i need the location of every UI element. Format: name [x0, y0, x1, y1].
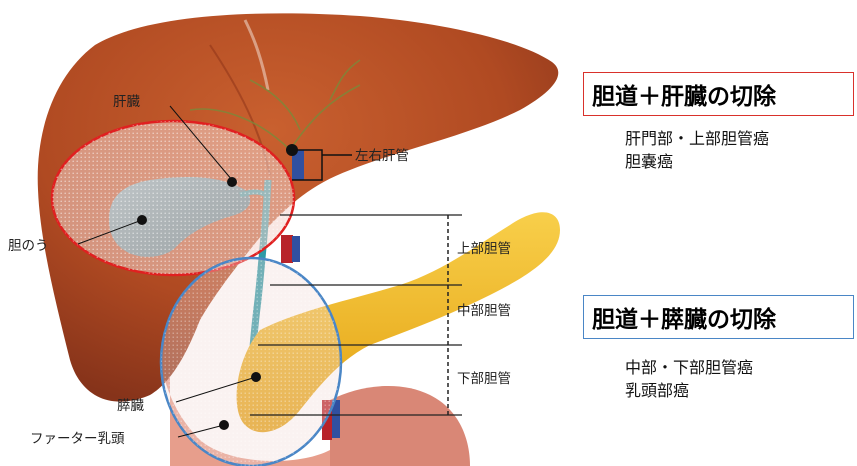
liver-dot	[227, 177, 237, 187]
pancreas-resection-item: 中部・下部胆管癌	[625, 356, 753, 379]
papilla-label: ファーター乳頭	[30, 431, 125, 447]
hepatic-artery	[281, 235, 293, 263]
liver-resection-title-box: 胆道＋肝臓の切除	[583, 72, 854, 116]
hepatic-duct-label: 左右肝管	[355, 148, 409, 164]
gallbladder-label: 胆のう	[8, 238, 49, 254]
papilla-dot	[219, 420, 229, 430]
pancreas-resection-item: 乳頭部癌	[625, 379, 753, 402]
pancreas-resection-title-box: 胆道＋膵臓の切除	[583, 295, 854, 339]
portal-vein-lower	[292, 236, 300, 262]
gallbladder-dot	[137, 215, 147, 225]
middle-duct-label: 中部胆管	[457, 303, 511, 319]
lower-duct-label: 下部胆管	[457, 371, 511, 387]
anatomy-illustration: 肝臓 胆のう 左右肝管 膵臓 ファーター乳頭 上部胆管 中部胆管 下部胆管	[0, 0, 575, 466]
liver-label: 肝臓	[113, 94, 140, 110]
pancreas-resection-title: 胆道＋膵臓の切除	[592, 307, 776, 333]
pancreas-label: 膵臓	[117, 398, 144, 414]
liver-resection-list: 肝門部・上部胆管癌 胆嚢癌	[625, 127, 769, 173]
liver-resection-item: 肝門部・上部胆管癌	[625, 127, 769, 150]
upper-duct-label: 上部胆管	[457, 241, 511, 257]
pancreas-resection-list: 中部・下部胆管癌 乳頭部癌	[625, 356, 753, 402]
intestine-shape	[330, 386, 470, 466]
liver-resection-title: 胆道＋肝臓の切除	[592, 84, 776, 110]
liver-resection-dot-texture	[52, 121, 294, 275]
pancreas-dot	[251, 372, 261, 382]
hepatic-duct-dot	[286, 144, 298, 156]
background-notch	[0, 285, 30, 317]
liver-resection-item: 胆嚢癌	[625, 150, 769, 173]
